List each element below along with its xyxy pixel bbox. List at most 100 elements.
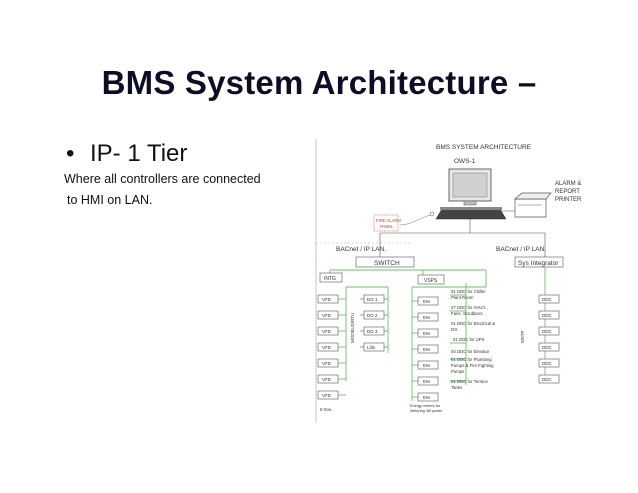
vfd-box	[317, 374, 339, 384]
ddc-box	[538, 374, 560, 384]
ddc-text: 01 DDC for UPS	[453, 337, 485, 342]
description-line-1: Where all controllers are connected	[64, 172, 261, 186]
vfd-box	[317, 342, 339, 352]
ddc-box	[538, 358, 560, 368]
ddc-label: DDC	[542, 329, 552, 334]
ddc-box	[538, 342, 560, 352]
em-label: EM	[423, 331, 430, 336]
workstation-icon	[435, 168, 507, 220]
bullet-dot: •	[66, 140, 75, 167]
em-label: EM	[423, 363, 430, 368]
vfd-box	[317, 294, 339, 304]
vfd-label: VFD	[322, 345, 332, 350]
em-column: EM EM EM EM EM EM EM Energy meters for M…	[410, 296, 443, 413]
vfd-column: VFD VFD VFD VFD VFD VFD VFD 5 Nos.	[317, 294, 346, 412]
ddc-text: Plant Room	[451, 295, 474, 300]
dg-box	[363, 294, 385, 304]
dg-box	[363, 310, 385, 320]
mstp-label: MSTP	[520, 330, 525, 343]
vsps-box	[417, 274, 445, 285]
ddc-label: DDC	[542, 361, 552, 366]
em-box	[417, 344, 439, 354]
vsps-label: VSPS	[424, 278, 438, 284]
ddc-label: DDC	[542, 345, 552, 350]
vfd-count-label: 5 Nos.	[320, 407, 332, 412]
vfd-label: VFD	[322, 329, 332, 334]
ddc-text: DG	[451, 327, 458, 332]
intg-box	[319, 272, 343, 283]
ddc-box	[538, 326, 560, 336]
ddc-text: 04 DDC for Elevator	[451, 349, 490, 354]
description-line-2: to HMI on LAN.	[67, 193, 153, 207]
em-box	[417, 328, 439, 338]
alarm-line-2: REPORT	[555, 189, 580, 195]
em-box	[417, 312, 439, 322]
em-label: EM	[423, 395, 430, 400]
vfd-label: VFD	[322, 393, 332, 398]
ows-label: OWS-1	[454, 158, 476, 165]
ddc-list: 01 DDC for Chiller Plant Room 27 DDC for…	[450, 289, 495, 390]
alarm-line-1: ALARM &	[555, 181, 581, 187]
em-label: EM	[423, 299, 430, 304]
em-label: EM	[423, 379, 430, 384]
ddc-box	[538, 310, 560, 320]
em-note-line-1: Energy meters for	[410, 404, 441, 408]
dg-box	[363, 326, 385, 336]
ddc-text: Tanks	[451, 385, 462, 390]
ddc-text: Pumps	[451, 369, 464, 374]
alarm-line-3: PRINTER	[555, 197, 582, 203]
dg-column: DG 1 DG 2 DG 3 Lifts	[360, 294, 388, 352]
ddc-text: Pumps & Fire Fighting	[451, 363, 494, 368]
fire-alarm-line-1: FIRE ALARM	[376, 218, 401, 223]
diagram-heading: BMS SYSTEM ARCHITECTURE	[436, 144, 532, 151]
modbus-label: MODBUS/RTU	[350, 313, 355, 343]
ddc-text: 01 DDC for Plumbing	[451, 357, 492, 362]
integrator-label: Sys Integrator	[518, 260, 559, 267]
dg-label: DG 1	[367, 297, 378, 302]
ddc-label: DDC	[542, 313, 552, 318]
em-box	[417, 296, 439, 306]
ddc-label: DDC	[542, 377, 552, 382]
ddc-text: 01 DDC for Chiller	[451, 289, 486, 294]
ddc-label: DDC	[542, 297, 552, 302]
slide-title: BMS System Architecture –	[101, 64, 537, 101]
diagram-canvas: BMS SYSTEM ARCHITECTURE OWS-1 ALARM & RE…	[315, 139, 582, 423]
vfd-box	[317, 358, 339, 368]
bacnet-left-label: BACnet / IP LAN.	[336, 246, 386, 253]
bullet-item: • IP- 1 Tier	[66, 140, 187, 168]
vfd-label: VFD	[322, 297, 332, 302]
em-label: EM	[423, 347, 430, 352]
dg-label: DG 2	[367, 313, 378, 318]
switch-box	[355, 256, 415, 268]
vfd-label: VFD	[322, 377, 332, 382]
bms-architecture-diagram: BMS SYSTEM ARCHITECTURE OWS-1 ALARM & RE…	[310, 133, 598, 423]
bullet-text: IP- 1 Tier	[90, 140, 188, 167]
bacnet-right-label: BACnet / IP LAN.	[496, 246, 546, 253]
vfd-box	[317, 326, 339, 336]
description: Where all controllers are connected to H…	[64, 169, 261, 211]
fire-alarm-node	[429, 211, 435, 217]
ddc-text: Fans, Scrubbers.	[451, 311, 484, 316]
intg-label: INTG	[324, 276, 336, 282]
em-box	[417, 392, 439, 402]
ddc-text: 01 DDC for Electrical &	[451, 321, 495, 326]
em-note-line-2: Metering 3Ø power	[410, 409, 443, 413]
printer-icon	[514, 192, 552, 218]
em-box	[417, 360, 439, 370]
em-label: EM	[423, 315, 430, 320]
vfd-label: VFD	[322, 361, 332, 366]
lifts-box	[363, 342, 385, 352]
ddc-text: 27 DDC for AHU's ,	[451, 305, 488, 310]
dg-label: DG 3	[367, 329, 378, 334]
vfd-box	[317, 310, 339, 320]
vfd-label: VFD	[322, 313, 332, 318]
integrator-box	[514, 256, 564, 268]
ddc-text: 01 DDC for Terrace	[451, 379, 489, 384]
fire-alarm-cable	[399, 214, 431, 226]
em-box	[417, 376, 439, 386]
fire-alarm-line-2: PANEL	[380, 224, 394, 229]
lifts-label: Lifts	[367, 345, 376, 350]
vfd-box	[317, 390, 339, 400]
ddc-column: DDC DDC DDC DDC DDC DDC	[538, 294, 560, 384]
ddc-box	[538, 294, 560, 304]
